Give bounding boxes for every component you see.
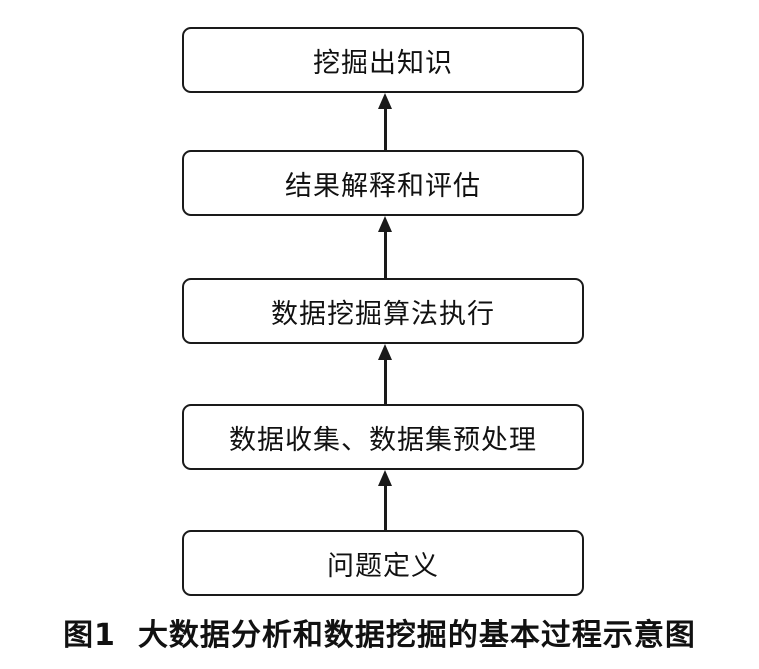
step-label: 挖掘出知识 (313, 47, 453, 79)
step-box-algorithm-execution: 数据挖掘算法执行 (182, 278, 584, 344)
step-box-data-collection: 数据收集、数据集预处理 (182, 404, 584, 470)
step-label: 数据挖掘算法执行 (271, 298, 495, 330)
figure-number: 图1 (63, 618, 116, 653)
step-label: 问题定义 (327, 550, 439, 582)
figure-title: 大数据分析和数据挖掘的基本过程示意图 (137, 618, 696, 653)
step-box-problem-definition: 问题定义 (182, 530, 584, 596)
figure-caption: 图1 大数据分析和数据挖掘的基本过程示意图 (0, 610, 759, 654)
step-box-result-evaluation: 结果解释和评估 (182, 150, 584, 216)
step-label: 数据收集、数据集预处理 (229, 424, 537, 456)
step-label: 结果解释和评估 (285, 170, 481, 202)
step-box-knowledge-mining: 挖掘出知识 (182, 27, 584, 93)
